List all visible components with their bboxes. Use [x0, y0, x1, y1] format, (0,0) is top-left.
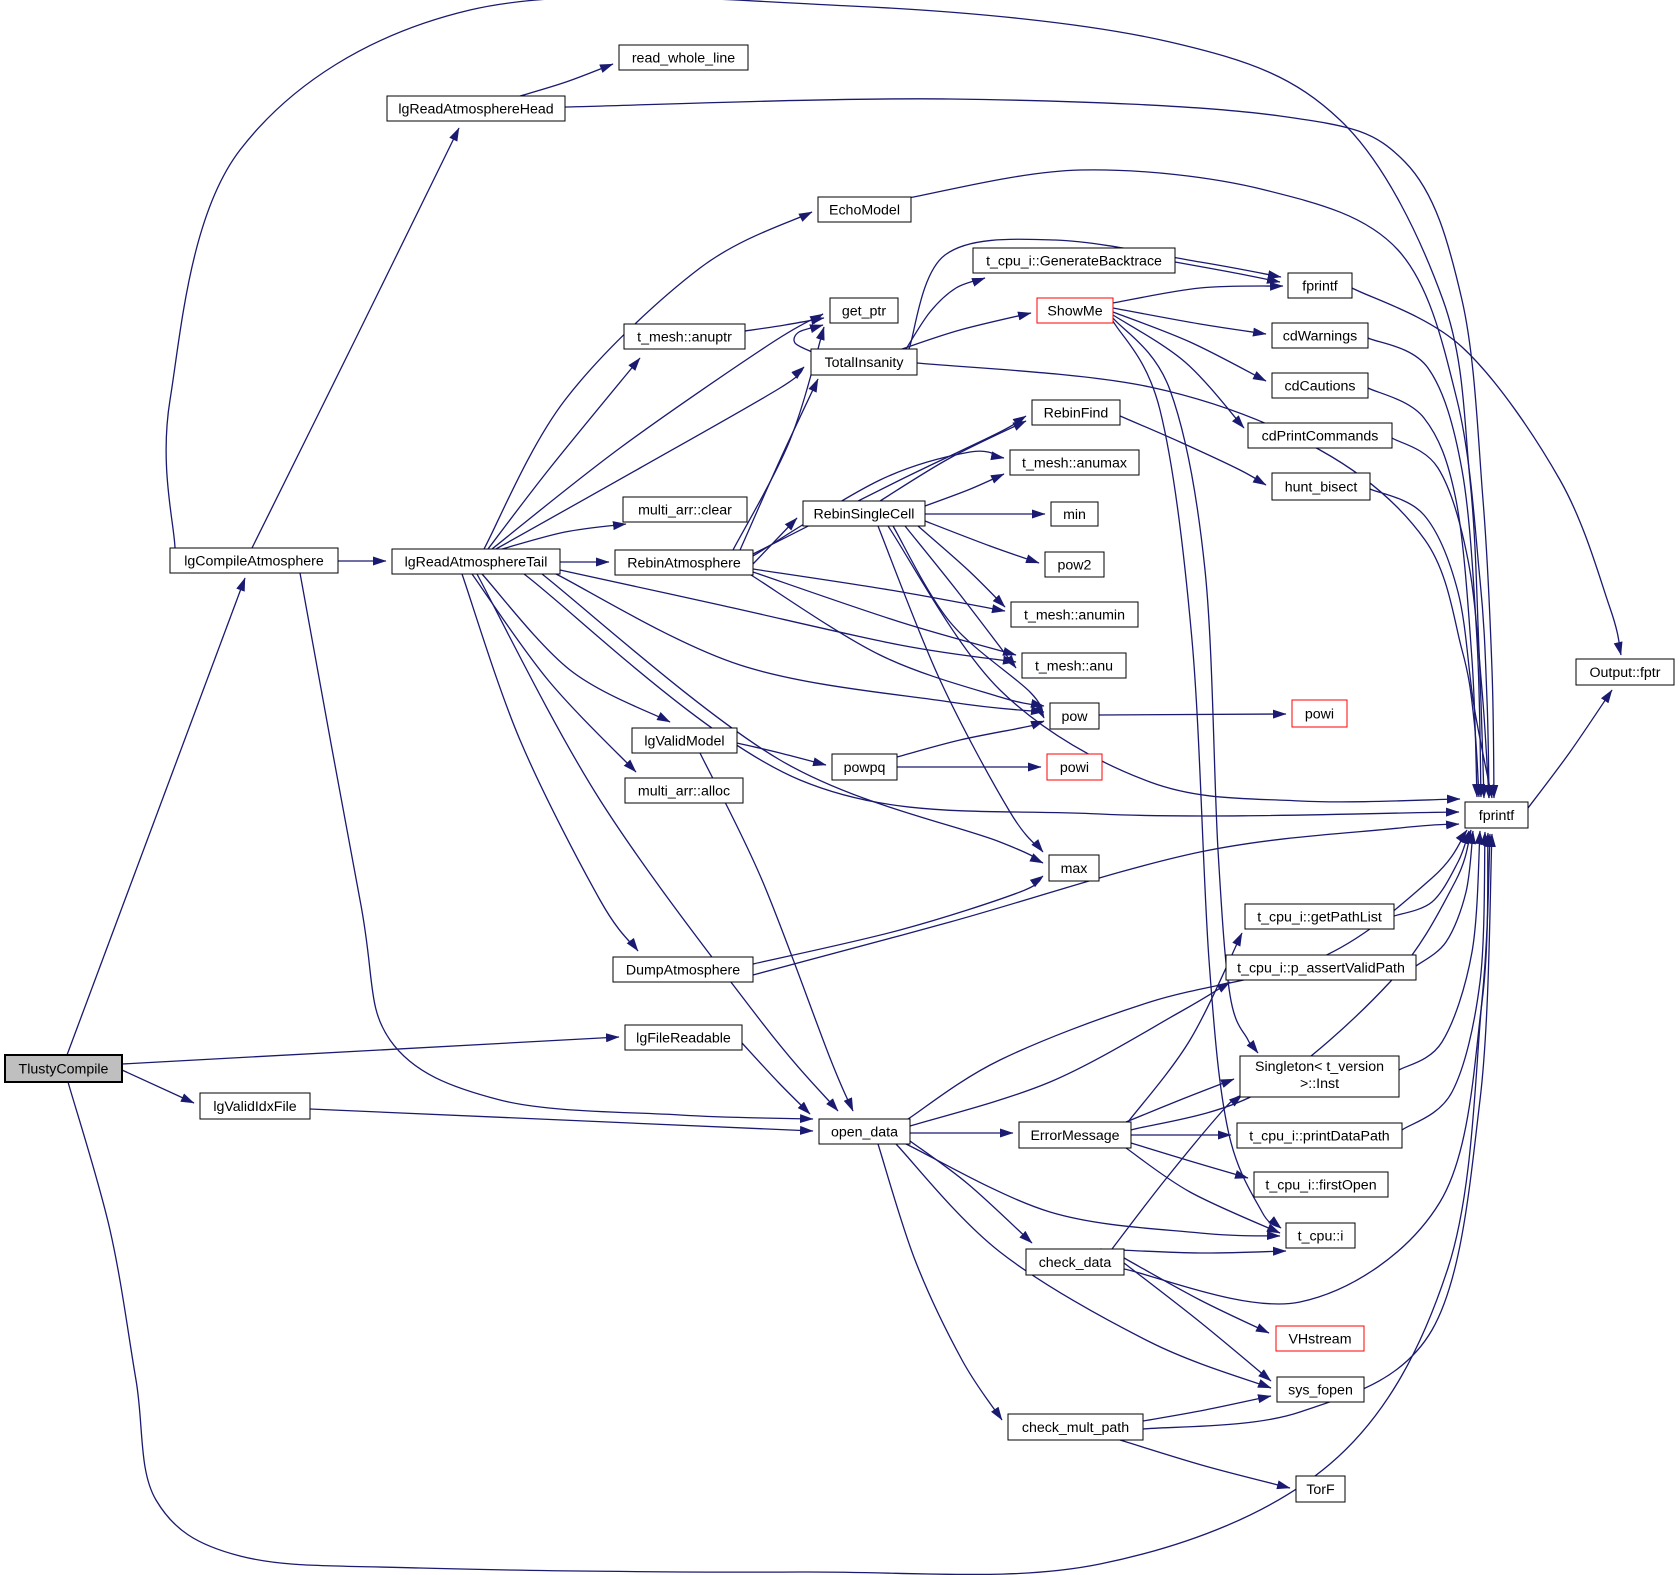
- svg-text:read_whole_line: read_whole_line: [632, 51, 735, 67]
- svg-text:t_cpu_i::getPathList: t_cpu_i::getPathList: [1257, 910, 1382, 926]
- svg-text:powi: powi: [1305, 707, 1334, 723]
- svg-text:cdCautions: cdCautions: [1285, 379, 1356, 395]
- svg-text:t_mesh::anumin: t_mesh::anumin: [1024, 608, 1125, 624]
- svg-text:Output::fptr: Output::fptr: [1590, 665, 1661, 681]
- svg-text:t_mesh::anu: t_mesh::anu: [1035, 659, 1113, 675]
- svg-text:check_data: check_data: [1039, 1255, 1112, 1271]
- svg-text:fprintf: fprintf: [1479, 808, 1515, 824]
- svg-text:DumpAtmosphere: DumpAtmosphere: [626, 963, 740, 979]
- svg-text:lgReadAtmosphereTail: lgReadAtmosphereTail: [405, 555, 548, 571]
- svg-text:get_ptr: get_ptr: [842, 304, 886, 320]
- svg-text:RebinAtmosphere: RebinAtmosphere: [627, 556, 741, 572]
- svg-text:TlustyCompile: TlustyCompile: [19, 1062, 109, 1078]
- svg-text:pow: pow: [1061, 709, 1088, 725]
- svg-text:multi_arr::clear: multi_arr::clear: [638, 503, 732, 519]
- svg-text:Singleton< t_version: Singleton< t_version: [1255, 1059, 1384, 1075]
- svg-text:sys_fopen: sys_fopen: [1288, 1383, 1353, 1399]
- svg-text:lgValidIdxFile: lgValidIdxFile: [213, 1099, 296, 1115]
- svg-text:RebinSingleCell: RebinSingleCell: [814, 507, 915, 523]
- svg-text:multi_arr::alloc: multi_arr::alloc: [638, 784, 730, 800]
- svg-text:cdPrintCommands: cdPrintCommands: [1262, 429, 1379, 445]
- svg-text:EchoModel: EchoModel: [829, 203, 900, 219]
- svg-text:fprintf: fprintf: [1302, 279, 1338, 295]
- svg-text:lgCompileAtmosphere: lgCompileAtmosphere: [184, 554, 324, 570]
- svg-text:pow2: pow2: [1058, 558, 1092, 574]
- svg-text:ShowMe: ShowMe: [1047, 304, 1102, 320]
- svg-text:min: min: [1063, 507, 1086, 523]
- svg-text:t_mesh::anuptr: t_mesh::anuptr: [637, 330, 732, 346]
- svg-text:RebinFind: RebinFind: [1044, 406, 1109, 422]
- svg-text:lgFileReadable: lgFileReadable: [636, 1031, 731, 1047]
- svg-text:TotalInsanity: TotalInsanity: [825, 355, 905, 371]
- svg-text:t_cpu_i::p_assertValidPath: t_cpu_i::p_assertValidPath: [1237, 961, 1405, 977]
- svg-text:cdWarnings: cdWarnings: [1283, 329, 1357, 345]
- svg-text:max: max: [1061, 861, 1088, 877]
- svg-text:ErrorMessage: ErrorMessage: [1030, 1128, 1119, 1144]
- svg-text:powi: powi: [1060, 760, 1089, 776]
- svg-text:t_cpu_i::firstOpen: t_cpu_i::firstOpen: [1265, 1178, 1376, 1194]
- svg-text:VHstream: VHstream: [1288, 1332, 1351, 1348]
- svg-text:TorF: TorF: [1306, 1482, 1335, 1498]
- svg-text:t_mesh::anumax: t_mesh::anumax: [1022, 456, 1127, 472]
- svg-text:open_data: open_data: [831, 1125, 898, 1141]
- svg-text:powpq: powpq: [844, 760, 886, 776]
- svg-text:lgValidModel: lgValidModel: [644, 734, 724, 750]
- svg-text:t_cpu::i: t_cpu::i: [1298, 1229, 1344, 1245]
- svg-text:lgReadAtmosphereHead: lgReadAtmosphereHead: [398, 102, 553, 118]
- svg-text:t_cpu_i::GenerateBacktrace: t_cpu_i::GenerateBacktrace: [986, 254, 1162, 270]
- svg-text:check_mult_path: check_mult_path: [1022, 1420, 1129, 1436]
- svg-text:t_cpu_i::printDataPath: t_cpu_i::printDataPath: [1249, 1129, 1389, 1145]
- svg-text:hunt_bisect: hunt_bisect: [1285, 480, 1358, 496]
- svg-text:>::Inst: >::Inst: [1300, 1076, 1339, 1092]
